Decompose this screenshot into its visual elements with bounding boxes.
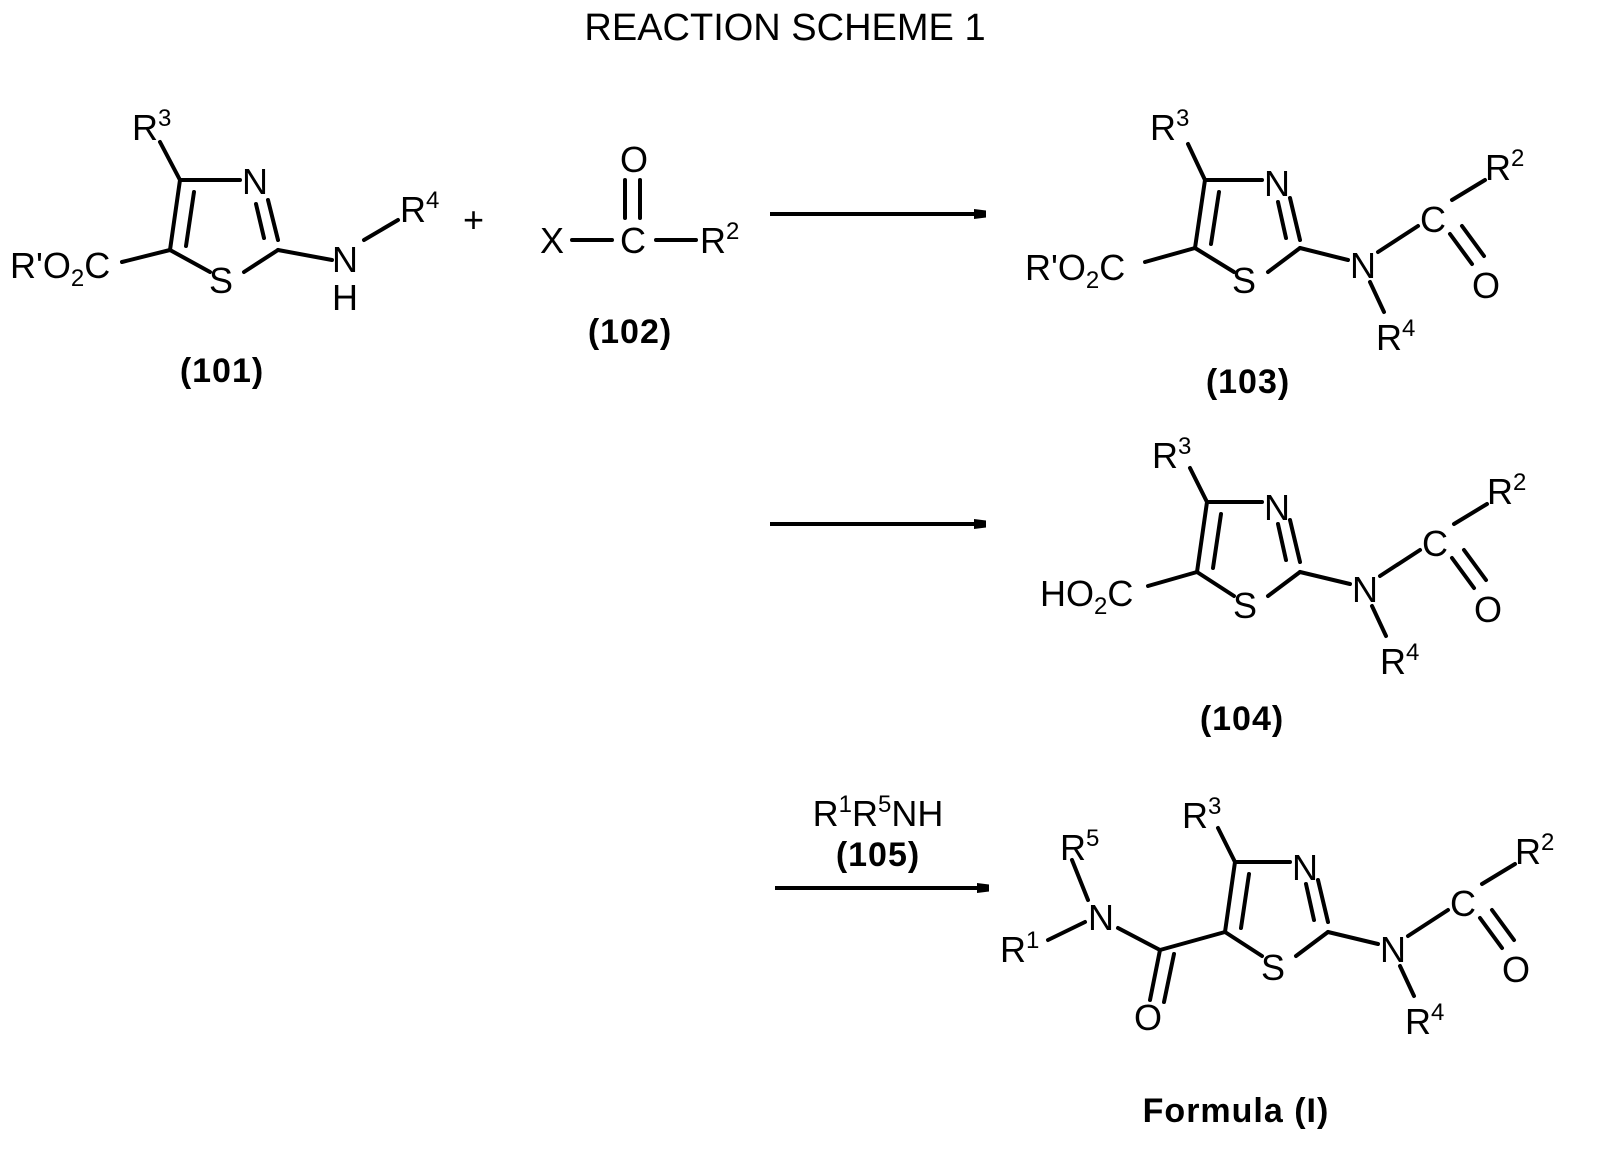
r4-label: R4 xyxy=(400,187,439,230)
ring-s-atom: S xyxy=(209,260,233,301)
ring-s-atom: S xyxy=(1232,260,1256,301)
reagent-compound-label: (105) xyxy=(836,836,920,874)
r5-label: R5 xyxy=(1060,825,1099,868)
amide-n-atom: N xyxy=(1352,569,1378,610)
compound-102-label: (102) xyxy=(588,313,672,351)
amide-n-atom: N xyxy=(1350,245,1376,286)
r4-label: R4 xyxy=(1405,999,1444,1042)
compound-104-structure: R3 N S N C O R2 R4 HO2C xyxy=(1040,433,1526,682)
acid-group-label: HO2C xyxy=(1040,573,1133,620)
r3-label: R3 xyxy=(1152,433,1191,476)
ester-group-label: R'O2C xyxy=(10,245,110,292)
carbonyl-o-atom: O xyxy=(620,139,648,180)
ring-n-atom: N xyxy=(1264,487,1290,528)
scheme-title: REACTION SCHEME 1 xyxy=(584,7,985,49)
compound-101-structure: R3 N S N H R4 R'O2C xyxy=(10,105,439,318)
formula-i-label: Formula (I) xyxy=(1143,1092,1330,1130)
acyl-c-atom: C xyxy=(1450,883,1476,924)
ring-s-atom: S xyxy=(1233,585,1257,626)
r2-label: R2 xyxy=(700,218,739,261)
r2-label: R2 xyxy=(1485,145,1524,188)
carbonyl-c-atom: C xyxy=(620,220,646,261)
compound-101-label: (101) xyxy=(180,352,264,390)
formula-i-structure: R3 N S N O R5 R1 N C O R2 R4 xyxy=(1000,793,1554,1042)
ring-n-atom: N xyxy=(242,161,268,202)
r4-label: R4 xyxy=(1380,639,1419,682)
ester-group-label: R'O2C xyxy=(1025,247,1125,294)
r3-label: R3 xyxy=(1150,105,1189,148)
x-atom: X xyxy=(540,220,564,261)
r4-label: R4 xyxy=(1376,315,1415,358)
acyl-o-atom: O xyxy=(1472,265,1500,306)
ring-s-atom: S xyxy=(1261,947,1285,988)
ring-n-atom: N xyxy=(1292,847,1318,888)
carboxamide-n-atom: N xyxy=(1088,897,1114,938)
acyl-c-atom: C xyxy=(1422,523,1448,564)
r3-label: R3 xyxy=(132,105,171,148)
compound-102-structure: O X C R2 xyxy=(540,139,739,261)
r3-label: R3 xyxy=(1182,793,1221,836)
acyl-c-atom: C xyxy=(1420,199,1446,240)
r2-label: R2 xyxy=(1515,829,1554,872)
r2-label: R2 xyxy=(1487,469,1526,512)
compound-103-structure: R3 N S N C O R2 R4 R'O2C xyxy=(1025,105,1524,358)
plus-sign: + xyxy=(463,199,484,240)
compound-103-label: (103) xyxy=(1206,363,1290,401)
nh-n-atom: N xyxy=(332,239,358,280)
compound-104-label: (104) xyxy=(1200,700,1284,738)
ring-n-atom: N xyxy=(1264,163,1290,204)
reagent-formula: R1R5NH xyxy=(813,791,944,834)
acyl-o-atom: O xyxy=(1474,589,1502,630)
amide-n-atom: N xyxy=(1380,929,1406,970)
carboxamide-o-atom: O xyxy=(1134,997,1162,1038)
r1-label: R1 xyxy=(1000,927,1039,970)
acyl-o-atom: O xyxy=(1502,949,1530,990)
nh-h-atom: H xyxy=(332,277,358,318)
